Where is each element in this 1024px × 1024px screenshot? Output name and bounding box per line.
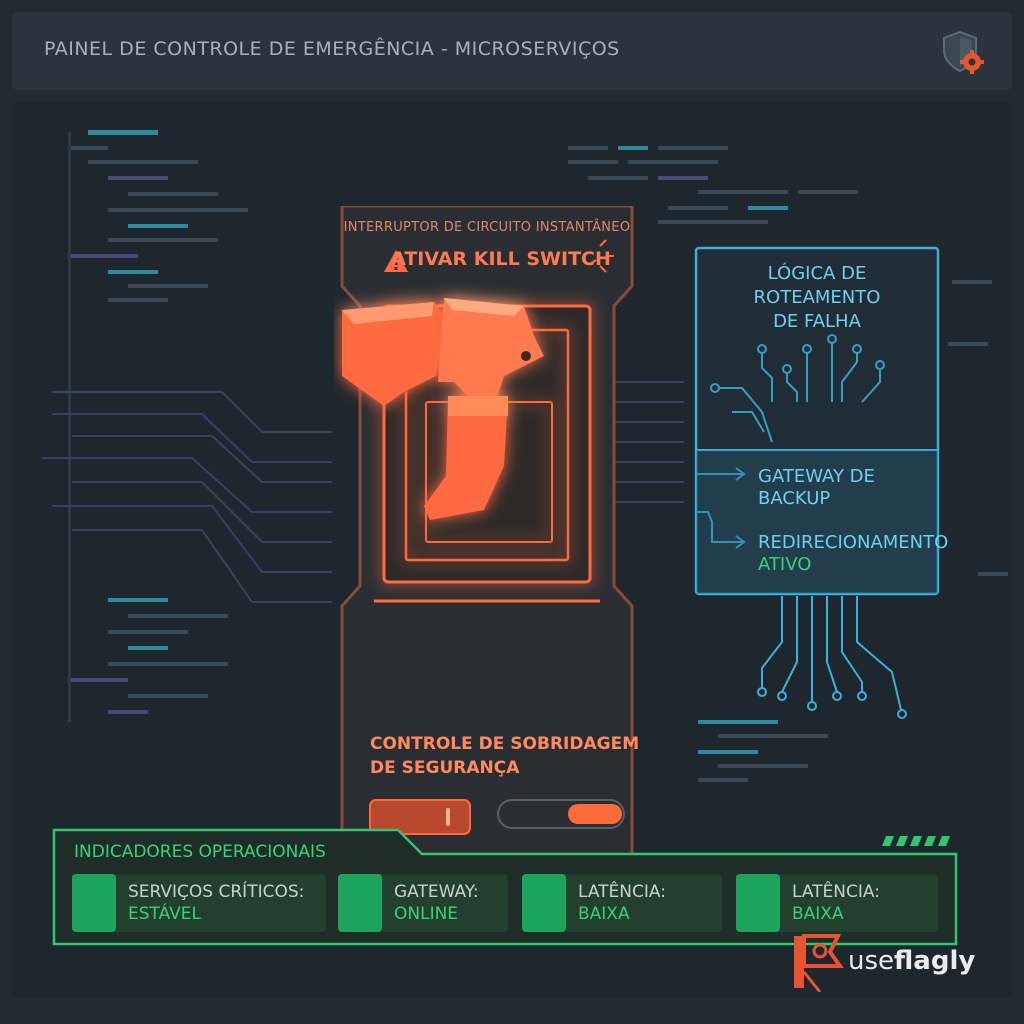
indicator-card-critical-services: SERVIÇOS CRÍTICOS: ESTÁVEL <box>72 874 326 932</box>
code-lines-left <box>68 130 248 722</box>
indicator-card-gateway: GATEWAY: ONLINE <box>338 874 508 932</box>
warning-triangle-icon <box>384 250 408 272</box>
status-square <box>522 874 566 932</box>
spark-icon <box>589 239 614 273</box>
signal-stripes-icon <box>882 836 950 846</box>
status-value: ESTÁVEL <box>128 904 201 924</box>
circuit-breaker-panel: INTERRUPTOR DE CIRCUITO INSTANTÂNEO ATIV… <box>334 206 640 862</box>
kill-switch-toggle <box>342 298 544 520</box>
indicator-card-latency: LATÊNCIA: BAIXA <box>522 874 722 932</box>
breaker-title: INTERRUPTOR DE CIRCUITO INSTANTÂNEO <box>343 220 631 235</box>
circuit-breaker-frame <box>340 206 634 858</box>
kill-switch-label[interactable]: ATIVAR KILL SWITCH <box>391 248 611 270</box>
background-circuitry <box>42 130 1008 832</box>
status-value: BAIXA <box>578 904 630 924</box>
routing-title: LÓGICA DE ROTEAMENTO DE FALHA <box>753 263 881 332</box>
flag-logo-icon <box>794 934 844 992</box>
brand-logo: useflagly <box>790 932 1000 992</box>
safety-override-title: CONTROLE DE SOBRIDAGEM DE SEGURANÇA <box>370 734 640 778</box>
status-square <box>338 874 382 932</box>
routing-frame <box>694 246 940 596</box>
brand-name: useflagly <box>848 946 976 976</box>
routing-circuit-bottom <box>757 596 907 719</box>
redirect-status-label: REDIRECIONAMENTO ATIVO <box>758 532 949 575</box>
operational-indicators-panel: INDICADORES OPERACIONAIS SERVIÇOS CRÍTIC… <box>52 828 958 948</box>
status-square <box>736 874 780 932</box>
header-bar: PAINEL DE CONTROLE DE EMERGÊNCIA - MICRO… <box>12 12 1012 90</box>
status-square <box>72 874 116 932</box>
code-lines-right <box>568 146 1008 782</box>
indicator-card-latency-2: LATÊNCIA: BAIXA <box>736 874 938 932</box>
failover-routing-panel: LÓGICA DE ROTEAMENTO DE FALHA GATEWAY DE… <box>694 246 948 596</box>
routing-arrows <box>696 467 746 549</box>
shield-gear-icon[interactable] <box>938 28 986 76</box>
circuit-traces-left <box>42 391 332 603</box>
override-button[interactable] <box>369 799 471 835</box>
circuit-traces-mid <box>614 381 684 503</box>
backup-gateway-label: GATEWAY DE BACKUP <box>758 466 875 509</box>
status-value: BAIXA <box>792 904 844 924</box>
main-area: INTERRUPTOR DE CIRCUITO INSTANTÂNEO ATIV… <box>12 102 1012 998</box>
status-value: ONLINE <box>394 904 459 924</box>
routing-circuit-top <box>710 334 885 443</box>
indicators-title: INDICADORES OPERACIONAIS <box>74 842 326 862</box>
page-title: PAINEL DE CONTROLE DE EMERGÊNCIA - MICRO… <box>44 38 620 60</box>
